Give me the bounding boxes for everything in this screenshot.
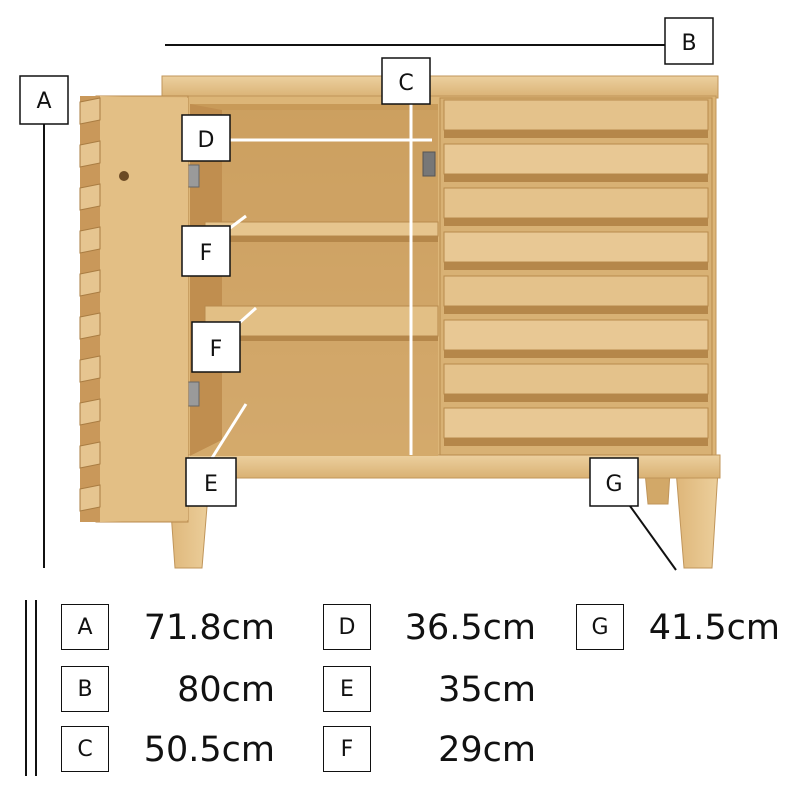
callout-e: E (204, 472, 218, 497)
legend-key-a: A (61, 604, 109, 650)
slat (443, 275, 709, 307)
legend-value-d: 36.5cm (404, 608, 536, 648)
legend-bar-outer (25, 600, 27, 776)
door-slats (79, 97, 101, 512)
legend-key-c: C (61, 726, 109, 772)
callout-b: B (681, 31, 696, 56)
right-door-slats (443, 99, 709, 446)
dimension-e: E (185, 403, 248, 507)
callout-g: G (605, 472, 622, 497)
callout-d: D (198, 128, 215, 153)
dimension-a: A (19, 75, 69, 568)
slat-shadow (444, 394, 708, 402)
legend-value-e: 35cm (438, 670, 536, 710)
legend-key-e: E (323, 666, 371, 712)
callout-c: C (398, 71, 413, 96)
door-slat (79, 226, 101, 254)
callout-f-upper: F (200, 241, 213, 266)
slat (443, 99, 709, 131)
legend-value-f: 29cm (438, 730, 536, 770)
legend-key-g: G (576, 604, 624, 650)
callout-a: A (36, 89, 51, 114)
door-slat (79, 484, 101, 512)
legend-value-c: 50.5cm (143, 730, 275, 770)
slat (443, 143, 709, 175)
slat (443, 319, 709, 351)
slat (443, 407, 709, 439)
legend-value-g: 41.5cm (648, 608, 780, 648)
slat-shadow (444, 306, 708, 314)
legend-key-f: F (323, 726, 371, 772)
dimension-f-lower: F (191, 306, 257, 373)
legend-value-a: 71.8cm (143, 608, 275, 648)
dimension-g: G (589, 457, 677, 571)
slat (443, 231, 709, 263)
slat-shadow (444, 350, 708, 358)
legend-bar-inner (35, 600, 37, 776)
door-slat (79, 140, 101, 168)
shelf-upper (204, 221, 439, 242)
door-slat (79, 398, 101, 426)
slat (443, 363, 709, 395)
dimension-f-upper: F (181, 214, 247, 277)
callout-f-lower: F (210, 337, 223, 362)
dimension-b: B (165, 17, 714, 65)
door-slat (79, 183, 101, 211)
shelf-lower (204, 305, 439, 341)
door-slat (79, 355, 101, 383)
legend-value-b: 80cm (177, 670, 275, 710)
slat-shadow (444, 218, 708, 226)
slat-shadow (444, 174, 708, 182)
slat-shadow (444, 130, 708, 138)
legend-key-d: D (323, 604, 371, 650)
dimension-d: D (181, 114, 432, 162)
door-slat (79, 97, 101, 125)
slat-shadow (444, 438, 708, 446)
dimension-c: C (381, 57, 431, 455)
slat (443, 187, 709, 219)
door-slat (79, 269, 101, 297)
slat-shadow (444, 262, 708, 270)
open-door-left (79, 95, 189, 523)
door-slat (79, 441, 101, 469)
legend-key-b: B (61, 666, 109, 712)
closed-door-right (439, 97, 713, 456)
door-slat (79, 312, 101, 340)
